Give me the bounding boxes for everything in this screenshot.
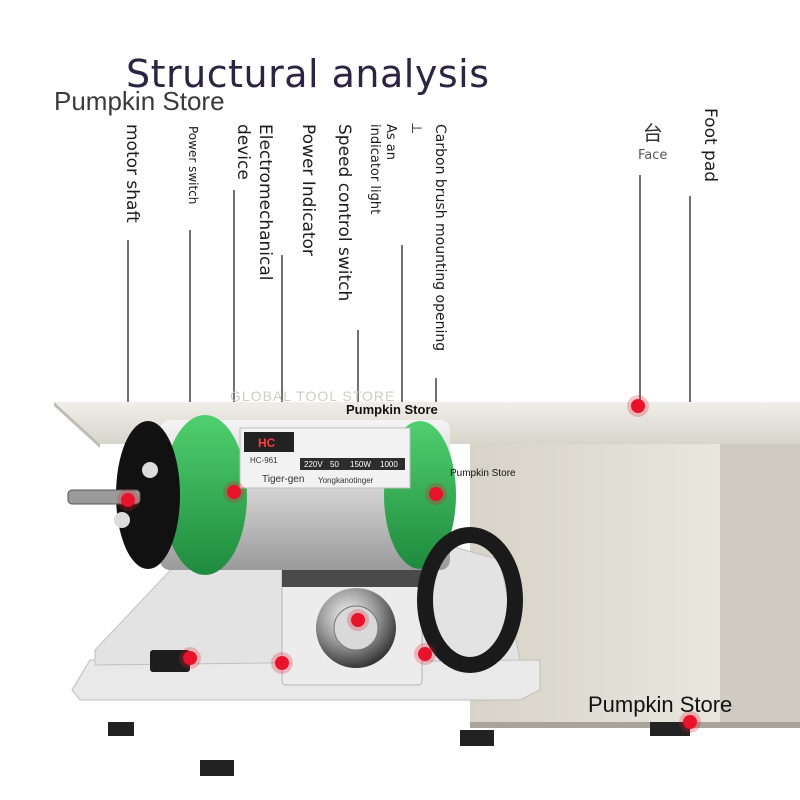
model-text: HC-961	[250, 456, 278, 465]
spec-frequency: 50	[330, 460, 339, 469]
brand-name: Tiger-gen	[262, 474, 305, 485]
marker-power-switch	[183, 651, 197, 665]
label-face-text: Face	[638, 148, 668, 163]
label-indicator-light-line1: As an	[383, 124, 398, 161]
label-indicator-light: As an indicator light	[366, 124, 398, 214]
marker-table-face	[631, 399, 645, 413]
marker-foot-pad	[683, 715, 697, 729]
faded-banner: GLOBAL TOOL STORE	[230, 388, 396, 404]
label-electromechanical-device: Electromechanical device	[233, 124, 275, 281]
label-power-indicator: Power Indicator	[298, 124, 318, 256]
watermark-bottom: Pumpkin Store	[588, 692, 733, 717]
marker-power-indicator	[275, 656, 289, 670]
green-motor-cap-left	[163, 415, 247, 575]
label-carbon-brush-glyph: ⊥	[408, 122, 424, 135]
label-carbon-brush: Carbon brush mounting opening	[432, 124, 448, 352]
label-power-switch: Power switch	[186, 126, 200, 205]
brand-name-secondary: Yongkanotinger	[318, 476, 374, 485]
label-foot-pad: Foot pad	[700, 108, 720, 183]
marker-carbon-brush	[429, 487, 443, 501]
motor-end-plate	[116, 421, 180, 569]
power-switch-body	[150, 650, 190, 672]
page-title: Structural analysis	[126, 52, 490, 96]
marker-motor-shaft	[121, 493, 135, 507]
label-indicator-light-line2: indicator light	[367, 124, 382, 215]
watermark-top: Pumpkin Store	[54, 86, 225, 116]
spec-voltage: 220V	[304, 460, 323, 469]
watermark-middle: Pumpkin Store	[346, 402, 438, 417]
label-face: 台 Face	[638, 122, 667, 163]
spec-speed: 1000	[380, 460, 398, 469]
marker-electromechanical-device	[227, 485, 241, 499]
marker-speed-control	[351, 613, 365, 627]
label-face-glyph: 台	[642, 121, 663, 145]
label-speed-control-switch: Speed control switch	[334, 124, 354, 302]
watermark-small: Pumpkin Store	[450, 468, 516, 479]
label-motor-shaft: motor shaft	[122, 124, 142, 223]
brand-badge: HC	[258, 436, 276, 450]
spec-power: 150W	[350, 460, 371, 469]
marker-indicator-light	[418, 647, 432, 661]
